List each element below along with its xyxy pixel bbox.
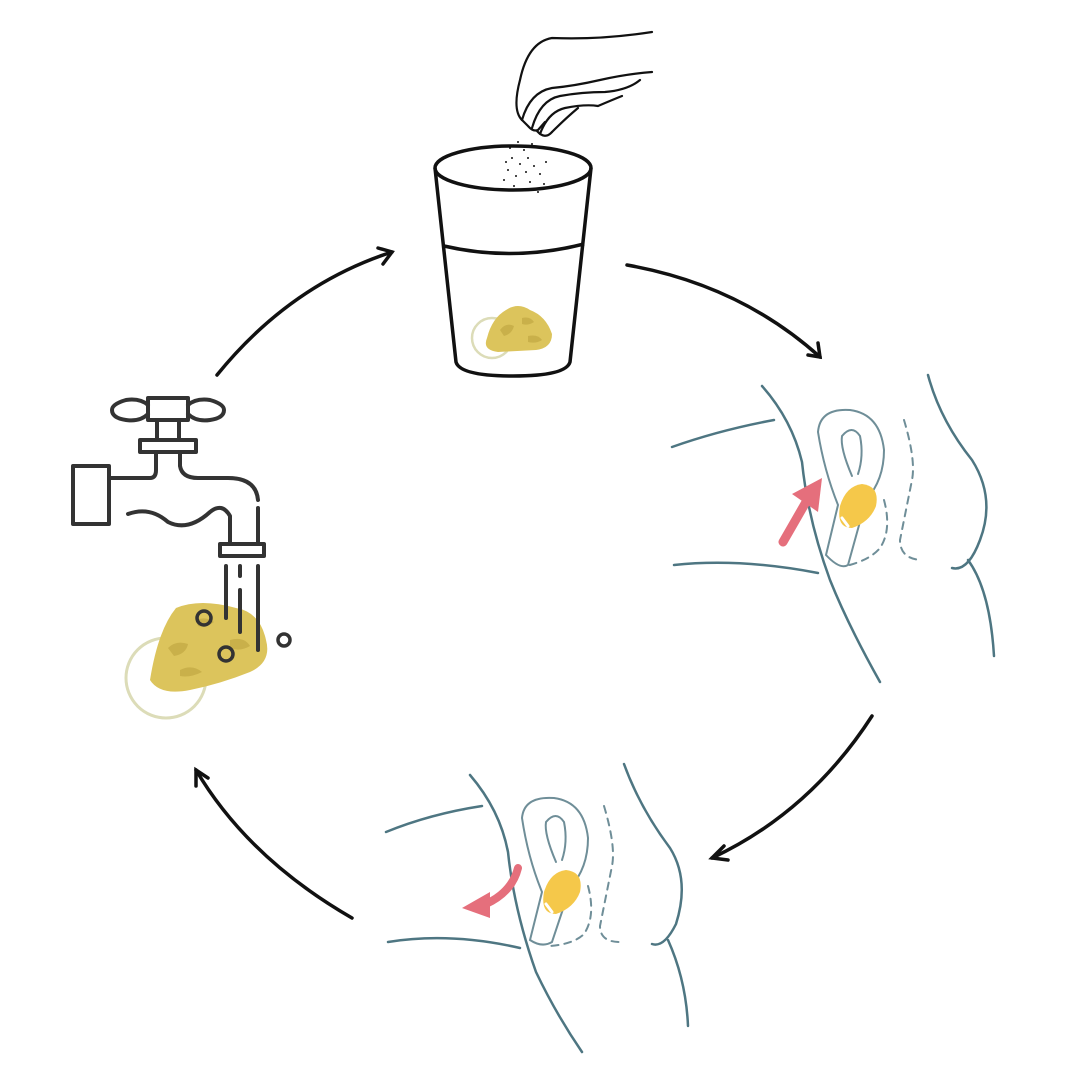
hand-icon — [515, 30, 654, 137]
remove-sponge-anatomy-icon — [384, 762, 690, 1054]
sponge-inside-remove — [543, 870, 581, 914]
uterus-outline-remove — [520, 796, 590, 946]
faucet-icon — [71, 396, 266, 652]
dashed-outline-remove — [549, 805, 621, 947]
faucet-rinse-sponge-icon — [71, 396, 292, 720]
arrow-insert-to-remove — [708, 714, 874, 862]
uterus-outline-insert — [816, 408, 886, 568]
anatomy-lines-remove — [384, 762, 690, 1054]
dashed-outline-insert — [845, 419, 921, 567]
insert-up-arrow-icon — [778, 478, 822, 547]
remove-down-arrow-icon — [462, 864, 522, 918]
arrow-soak-to-insert — [625, 263, 823, 360]
cycle-arrows — [194, 246, 874, 920]
arrow-remove-to-rinse — [194, 766, 354, 920]
glass-icon — [433, 144, 593, 378]
insert-sponge-anatomy-icon — [670, 373, 996, 684]
anatomy-lines-insert — [670, 373, 996, 684]
salt-grains — [499, 141, 547, 193]
arrow-rinse-to-soak — [215, 246, 395, 377]
sponge-in-glass-icon — [470, 306, 552, 360]
glass-with-salt-icon — [433, 30, 654, 378]
sponge-inside-insert — [839, 484, 877, 528]
bubbles-icon — [195, 609, 292, 663]
sponge-rinse-icon — [150, 603, 268, 692]
